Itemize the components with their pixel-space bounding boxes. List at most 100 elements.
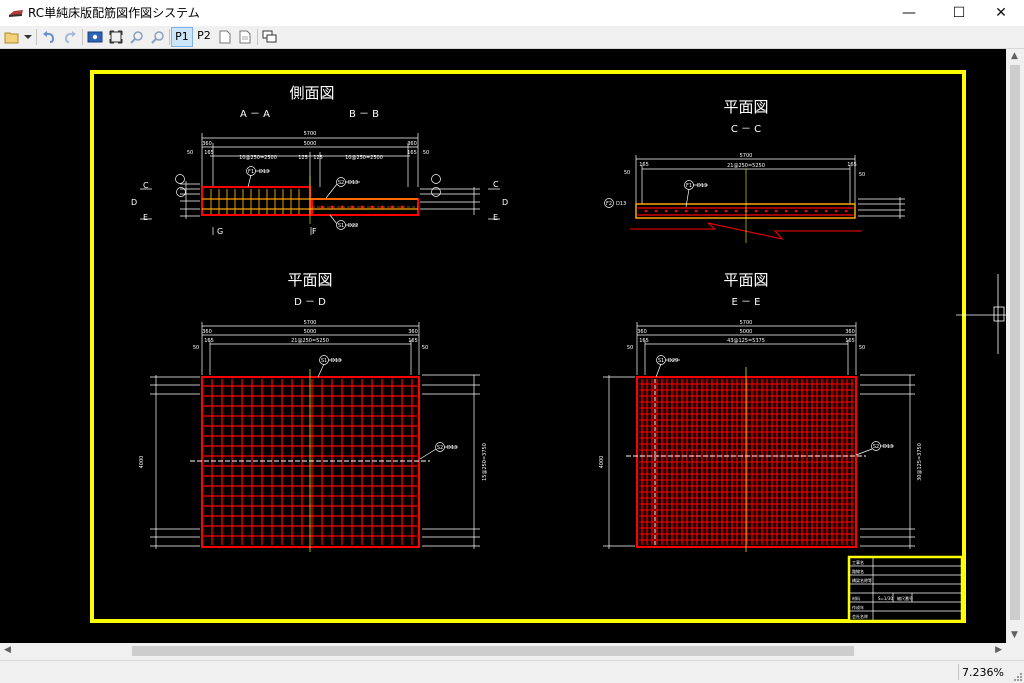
- open-button[interactable]: [2, 28, 22, 46]
- tb-material: 材料: [852, 595, 860, 601]
- side-dim-5000: 5000: [304, 141, 317, 147]
- page-copy-button[interactable]: [236, 28, 254, 46]
- horizontal-scroll-thumb[interactable]: [132, 646, 854, 656]
- dropdown-arrow-icon: [24, 35, 32, 39]
- maximize-button[interactable]: ☐: [936, 0, 982, 26]
- zoom-out-button[interactable]: [148, 28, 168, 46]
- cc-dim-165-right: 165: [847, 162, 857, 168]
- zoom-in-icon: [130, 31, 143, 44]
- side-dim-125-left: 125: [298, 155, 308, 161]
- side-label-d-left: D: [131, 198, 137, 207]
- display-icon: [87, 31, 103, 43]
- side-view-title: 側面図: [289, 84, 334, 102]
- title-block: 工事名 路線名 橋梁名称等 材料 S=1/30 縮尺番号 作成年 会社名称: [847, 555, 964, 623]
- ee-dim-165-right: 165: [845, 338, 855, 344]
- vertical-scrollbar[interactable]: ▲ ▼: [1006, 49, 1024, 643]
- resize-grip-icon[interactable]: [1012, 671, 1022, 681]
- ee-dim-360-left: 360: [637, 329, 647, 335]
- redo-button[interactable]: [60, 28, 80, 46]
- side-label-e-right: E: [493, 213, 498, 222]
- ee-dim-50-right: 50: [859, 345, 865, 351]
- cc-f1-dia: D13: [697, 183, 707, 189]
- dd-s2-label: S2: [437, 445, 443, 451]
- horizontal-scrollbar[interactable]: ◀ ▶: [0, 643, 1006, 658]
- dd-dim-total: 5700: [304, 320, 317, 326]
- open-dropdown-button[interactable]: [22, 28, 34, 46]
- display-button[interactable]: [85, 28, 105, 46]
- side-label-f: F: [312, 227, 317, 236]
- zoom-in-button[interactable]: [127, 28, 147, 46]
- page1-button[interactable]: P1: [171, 27, 193, 47]
- side-label-c-left: C: [143, 181, 149, 190]
- side-dim-50-right: 50: [423, 150, 429, 156]
- dd-dim-165-right: 165: [408, 338, 418, 344]
- dd-grid-horizontal: [204, 385, 417, 537]
- tb-row-5: 作成年: [852, 604, 864, 610]
- tb-row-2: 路線名: [852, 568, 864, 574]
- dd-dim-50-left: 50: [193, 345, 199, 351]
- side-dim-165-left: 165: [204, 150, 214, 156]
- ee-dim-50-left: 50: [627, 345, 633, 351]
- side-dim-right-span: 10@250=2500: [345, 155, 383, 161]
- tb-scale: S=1/30: [878, 596, 893, 601]
- page-blank-button[interactable]: [216, 28, 234, 46]
- cc-slab-bars: [638, 207, 853, 216]
- side-slab-left: [201, 186, 311, 216]
- side-s2-label: S2: [338, 180, 344, 186]
- side-dim-total: 5700: [304, 131, 317, 137]
- dd-dim-360-left: 360: [202, 329, 212, 335]
- dd-dim-165-left: 165: [204, 338, 214, 344]
- scroll-right-icon[interactable]: ▶: [995, 645, 1002, 655]
- side-s2-dia: D13: [348, 180, 358, 186]
- open-folder-icon: [4, 32, 19, 44]
- scroll-left-icon[interactable]: ◀: [4, 645, 11, 655]
- scroll-up-icon[interactable]: ▲: [1011, 51, 1018, 61]
- ee-dim-5000: 5000: [740, 329, 753, 335]
- minimize-button[interactable]: —: [886, 0, 932, 26]
- section-cc-label: C － C: [731, 124, 761, 135]
- ee-dim-height: 4000: [599, 456, 605, 469]
- window-copy-button[interactable]: [260, 28, 280, 46]
- ee-dim-360-right: 360: [845, 329, 855, 335]
- side-f1-label: F1: [248, 169, 254, 175]
- crosshair-cursor: [956, 274, 1006, 354]
- ee-dim-right-span: 30@125=3750: [917, 443, 923, 481]
- dd-s1-dia: D13: [331, 358, 341, 364]
- vertical-scroll-thumb[interactable]: [1010, 65, 1020, 620]
- fit-window-button[interactable]: [106, 28, 126, 46]
- page-copy-icon: [239, 30, 251, 44]
- scroll-down-icon[interactable]: ▼: [1011, 630, 1018, 640]
- dd-s1-label: S1: [321, 358, 327, 364]
- drawing-canvas[interactable]: 側面図 A － A B － B 5700 5000 360 360 165 16…: [0, 49, 1006, 643]
- ee-s2-dia: D13: [883, 444, 893, 450]
- ee-s1-dia: D29: [668, 358, 678, 364]
- close-button[interactable]: ✕: [978, 0, 1024, 26]
- undo-button[interactable]: [39, 28, 59, 46]
- dd-s2-dia: D13: [447, 445, 457, 451]
- window-title: RC単純床版配筋図作図システム: [28, 6, 200, 20]
- side-label-e-left: E: [143, 213, 148, 222]
- close-icon: ✕: [995, 5, 1007, 21]
- side-label-g: G: [217, 227, 223, 236]
- cc-dim-total: 5700: [740, 153, 753, 159]
- zoom-level: 7.236%: [962, 666, 1004, 679]
- dd-dim-5000: 5000: [304, 329, 317, 335]
- ee-dim-span: 43@125=5375: [727, 338, 765, 344]
- plan-cc-title: 平面図: [723, 98, 768, 116]
- side-label-d-right: D: [502, 198, 508, 207]
- minimize-icon: —: [902, 5, 916, 21]
- side-view-dimensions: [180, 133, 480, 219]
- side-dim-360-left: 360: [202, 141, 212, 147]
- title-bar: RC単純床版配筋図作図システム — ☐ ✕: [0, 0, 1024, 27]
- status-bar: 7.236%: [0, 660, 1024, 683]
- scroll-corner: [1006, 643, 1024, 658]
- page-blank-icon: [219, 30, 231, 44]
- window-copy-icon: [262, 30, 277, 43]
- tb-row-1: 工事名: [852, 559, 864, 565]
- page2-button[interactable]: P2: [197, 29, 211, 42]
- app-icon: [9, 10, 23, 17]
- cc-slab: [635, 203, 856, 219]
- cc-dim-165-left: 165: [639, 162, 649, 168]
- dd-slab: [201, 376, 420, 548]
- cc-f2-dia: D13: [616, 201, 626, 207]
